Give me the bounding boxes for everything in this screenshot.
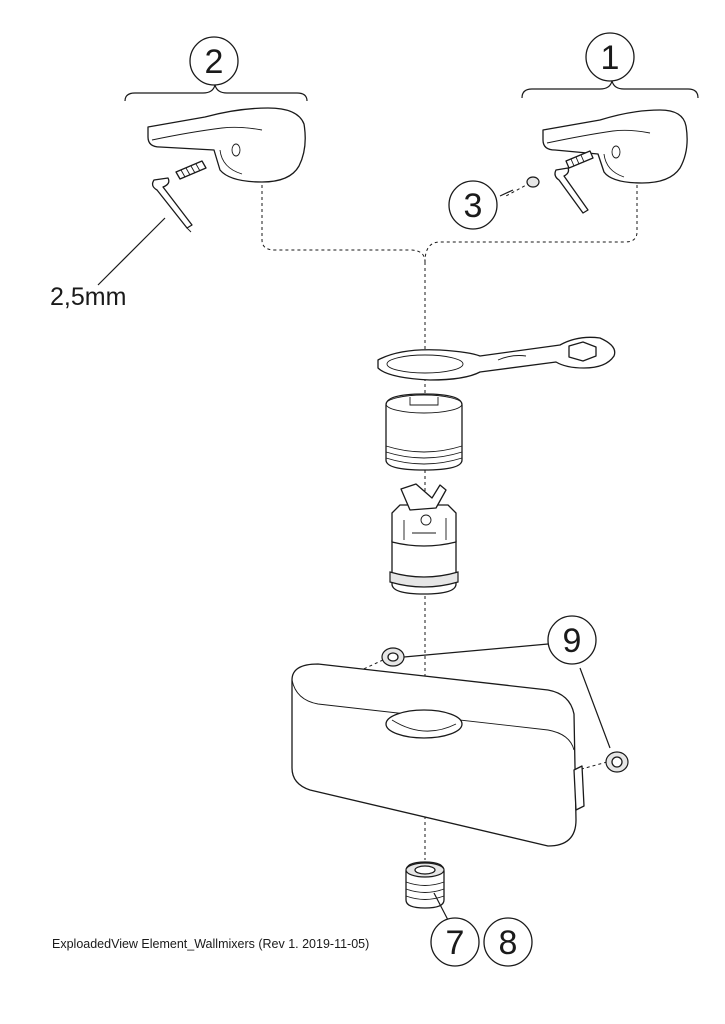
left-grub-screw	[175, 160, 207, 180]
washer-right	[605, 751, 629, 773]
drawing-caption: ExploadedView Element_Wallmixers (Rev 1.…	[52, 937, 370, 951]
callout-7: 7	[430, 917, 480, 967]
callout-8-label: 8	[499, 924, 518, 962]
threaded-connector	[405, 861, 445, 909]
right-lever-handle	[542, 109, 688, 184]
spanner-tool	[377, 336, 616, 381]
bracket-group-1	[521, 80, 699, 99]
callout-3: 3	[448, 180, 498, 230]
callout-7-label: 7	[446, 924, 465, 962]
callout-1-label: 1	[601, 39, 620, 77]
cover-cap	[526, 176, 540, 188]
callout-2: 2	[189, 36, 239, 86]
mixer-cartridge	[389, 483, 459, 595]
bonnet-nut	[385, 393, 463, 471]
callout-3-label: 3	[464, 187, 483, 225]
callout-2-label: 2	[205, 43, 224, 81]
dimension-leader	[97, 217, 166, 286]
right-grub-screw	[565, 150, 594, 169]
right-hex-key-icon	[554, 167, 589, 214]
bracket-group-2	[124, 84, 308, 102]
left-lever-handle	[147, 107, 306, 183]
callout-8: 8	[483, 917, 533, 967]
mixer-body	[291, 663, 585, 847]
callout-9-label: 9	[563, 622, 582, 660]
washer-upper	[381, 647, 405, 667]
callout-9: 9	[547, 615, 597, 665]
callout-leaders	[403, 189, 611, 921]
hex-key-size-label: 2,5mm	[50, 283, 126, 311]
left-hex-key-icon	[151, 177, 193, 233]
callout-1: 1	[585, 32, 635, 82]
